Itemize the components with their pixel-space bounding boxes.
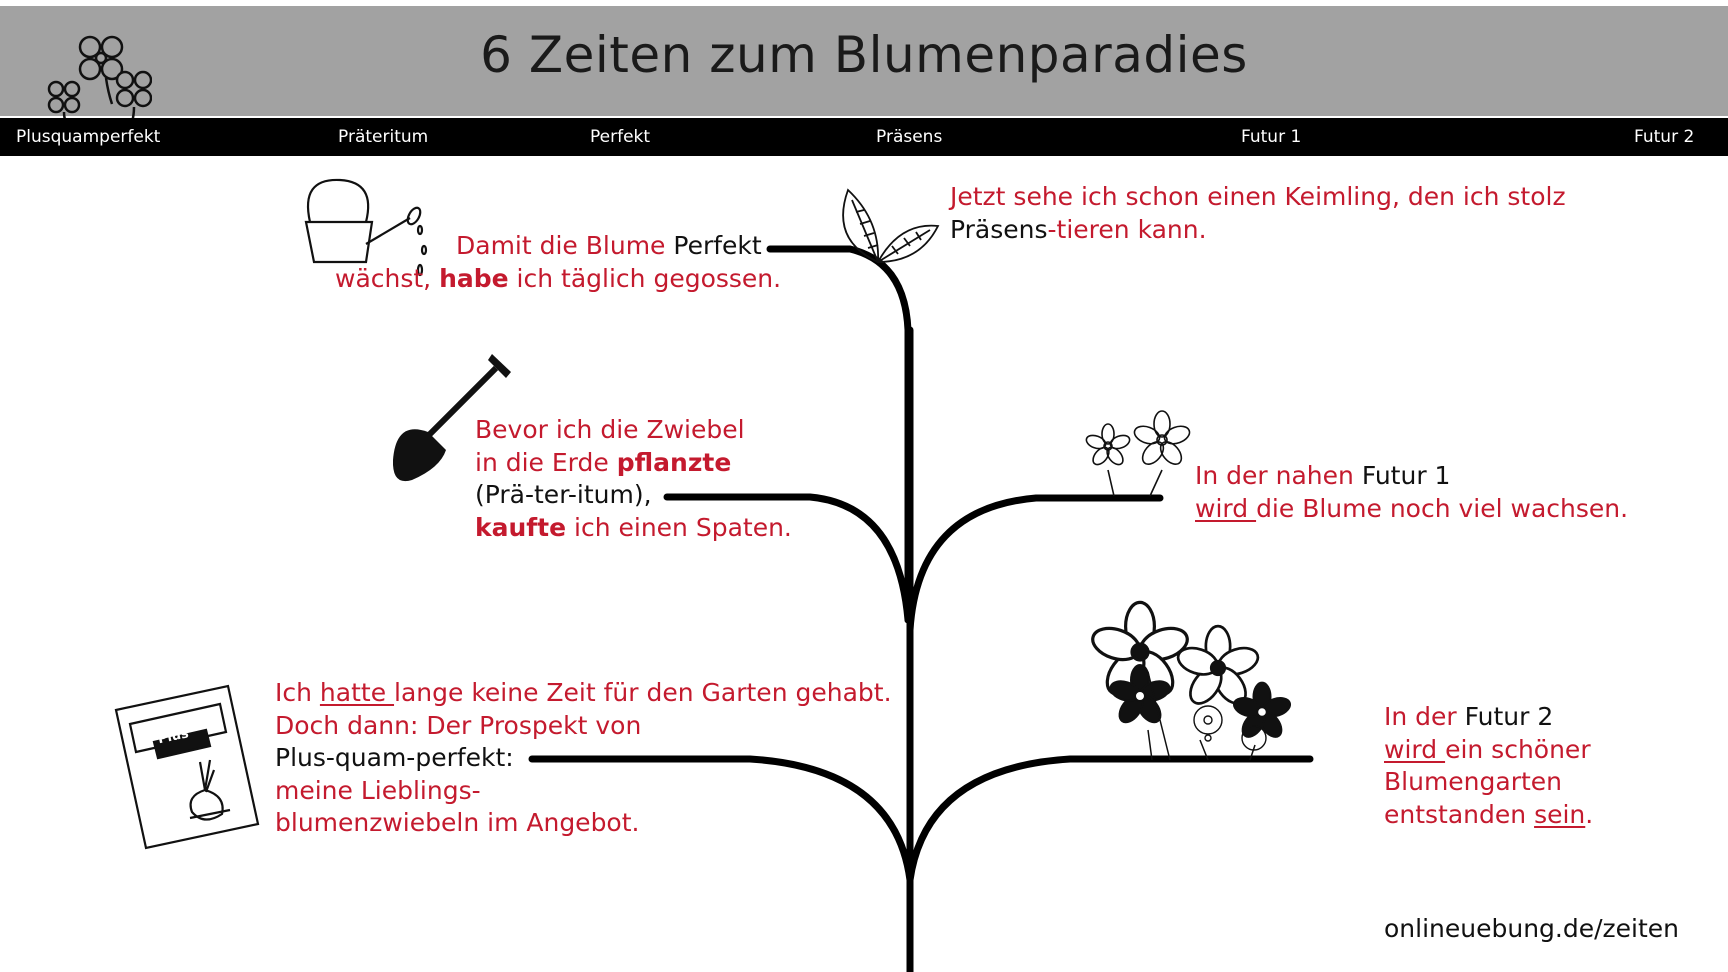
perfekt-line2-c: ich täglich gegossen. <box>508 263 782 293</box>
tense-praesens: Präsens <box>876 127 943 147</box>
futur2-line2: ein schöner <box>1445 734 1591 764</box>
clover-icon <box>47 35 152 122</box>
futur2-line4: entstanden <box>1384 799 1535 829</box>
tense-timeline: Plusquamperfekt Präteritum Perfekt Präse… <box>0 118 1728 156</box>
praeteritum-keyword: (Prä-ter-itum), <box>475 480 652 509</box>
perfekt-keyword: Perfekt <box>673 231 762 260</box>
tense-praeteritum: Präteritum <box>338 127 429 147</box>
flower-garden-icon <box>1091 600 1292 761</box>
perfekt-line2-a: wächst, <box>335 263 440 293</box>
praeteritum-line2: in die Erde <box>475 447 617 477</box>
praeteritum-line1: Bevor ich die Zwiebel <box>475 415 745 444</box>
watering-can-icon <box>304 178 428 277</box>
perfekt-line1: Damit die Blume <box>456 231 674 260</box>
branch-futur1 <box>906 494 1164 634</box>
plusquamperfekt-text: Ich hatte lange keine Zeit für den Garte… <box>275 677 892 840</box>
tense-plusquamperfekt: Plusquamperfekt <box>16 127 161 147</box>
footer-url: onlineuebung.de/zeiten <box>1384 914 1680 943</box>
seed-packet-icon: Plus <box>114 684 260 850</box>
praesens-keyword: Präsens <box>950 214 1048 244</box>
branch-plusquamperfekt <box>528 755 914 884</box>
futur1-line1: In der nahen <box>1195 461 1362 490</box>
spade-icon <box>392 354 511 482</box>
futur2-verb: wird <box>1384 734 1446 764</box>
branch-praeteritum <box>663 493 912 624</box>
futur2-line1: In der <box>1384 702 1465 731</box>
perfekt-text: Damit die Blume Perfekt wächst, habe ich… <box>335 230 782 295</box>
pqp-line1-a: Ich <box>275 678 320 707</box>
futur1-text: In der nahen Futur 1 wird die Blume noch… <box>1195 460 1628 525</box>
futur1-verb: wird <box>1195 493 1257 523</box>
tense-futur1: Futur 1 <box>1241 127 1302 147</box>
header-bar <box>0 6 1728 116</box>
praeteritum-verb: pflanzte <box>616 447 732 477</box>
branch-perfekt <box>766 245 912 624</box>
tense-perfekt: Perfekt <box>590 127 651 147</box>
pqp-line1-c: lange keine Zeit für den Garten gehabt. <box>394 678 892 707</box>
leaf-sprout-icon <box>842 188 940 264</box>
branch-futur2 <box>906 755 1314 884</box>
packet-label: Plus <box>157 726 191 747</box>
praeteritum-line4: ich einen Spaten. <box>566 512 792 542</box>
futur1-keyword: Futur 1 <box>1361 461 1451 490</box>
futur2-period: . <box>1585 799 1594 829</box>
pqp-line2: Doch dann: Der Prospekt von <box>275 710 642 740</box>
tense-futur2: Futur 2 <box>1634 127 1695 147</box>
page-title: 6 Zeiten zum Blumenparadies <box>480 26 1248 84</box>
praesens-line1: Jetzt sehe ich schon einen Keimling, den… <box>950 182 1566 211</box>
futur1-line2: die Blume noch viel wachsen. <box>1256 493 1629 523</box>
praeteritum-verb2: kaufte <box>475 512 567 542</box>
praeteritum-text: Bevor ich die Zwiebel in die Erde pflanz… <box>475 414 792 544</box>
futur2-keyword: Futur 2 <box>1464 702 1554 731</box>
perfekt-verb: habe <box>439 263 509 293</box>
futur2-text: In der Futur 2 wird ein schöner Blumenga… <box>1384 701 1593 831</box>
futur2-verb2: sein <box>1534 799 1586 829</box>
small-flowers-icon <box>1085 410 1191 497</box>
praesens-line2: -tieren kann. <box>1047 214 1207 244</box>
pqp-line4: meine Lieblings- <box>275 775 481 805</box>
pqp-line5: blumenzwiebeln im Angebot. <box>275 808 640 837</box>
pqp-verb: hatte <box>319 678 395 707</box>
futur2-line3: Blumengarten <box>1384 767 1563 796</box>
pqp-keyword: Plus-quam-perfekt: <box>275 743 514 772</box>
praesens-text: Jetzt sehe ich schon einen Keimling, den… <box>950 181 1566 246</box>
